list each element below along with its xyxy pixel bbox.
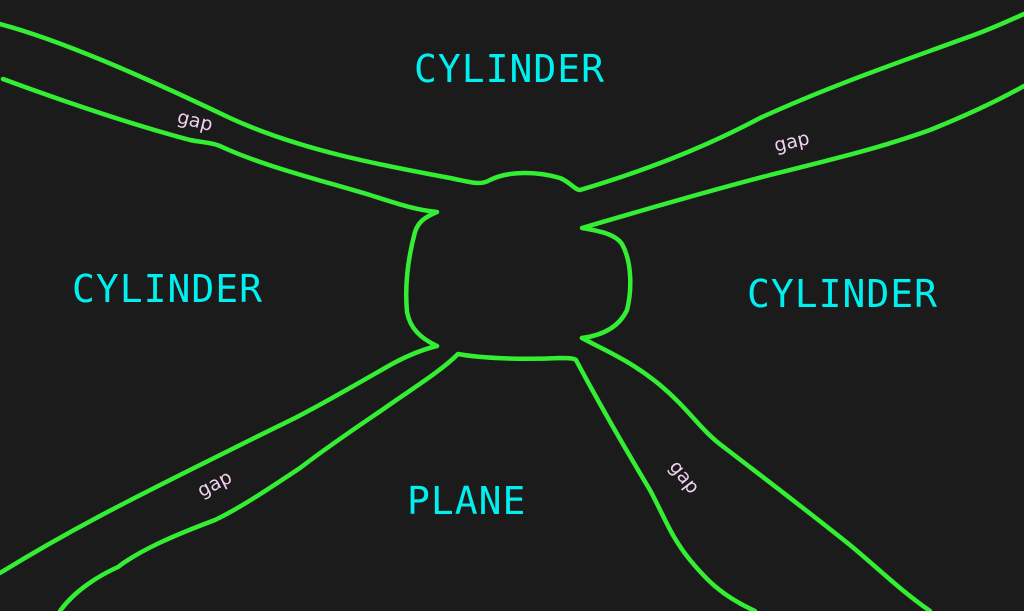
bottom-right-strip-upper-edge: [579, 335, 933, 611]
region-label-top-cylinder: CYLINDER: [414, 47, 606, 91]
region-label-right-cylinder: CYLINDER: [747, 272, 939, 316]
top-left-strip-lower-edge: [0, 76, 440, 349]
region-label-bottom-plane: PLANE: [407, 479, 527, 523]
bottom-left-strip-upper-edge: [0, 343, 440, 576]
bottom-right-strip-lower-edge: [573, 357, 758, 611]
region-label-left-cylinder: CYLINDER: [72, 267, 264, 311]
top-left-strip-upper-edge: [0, 11, 1024, 193]
top-right-strip-lower-edge: [579, 83, 1024, 341]
blob-bottom-edge: [57, 351, 579, 611]
